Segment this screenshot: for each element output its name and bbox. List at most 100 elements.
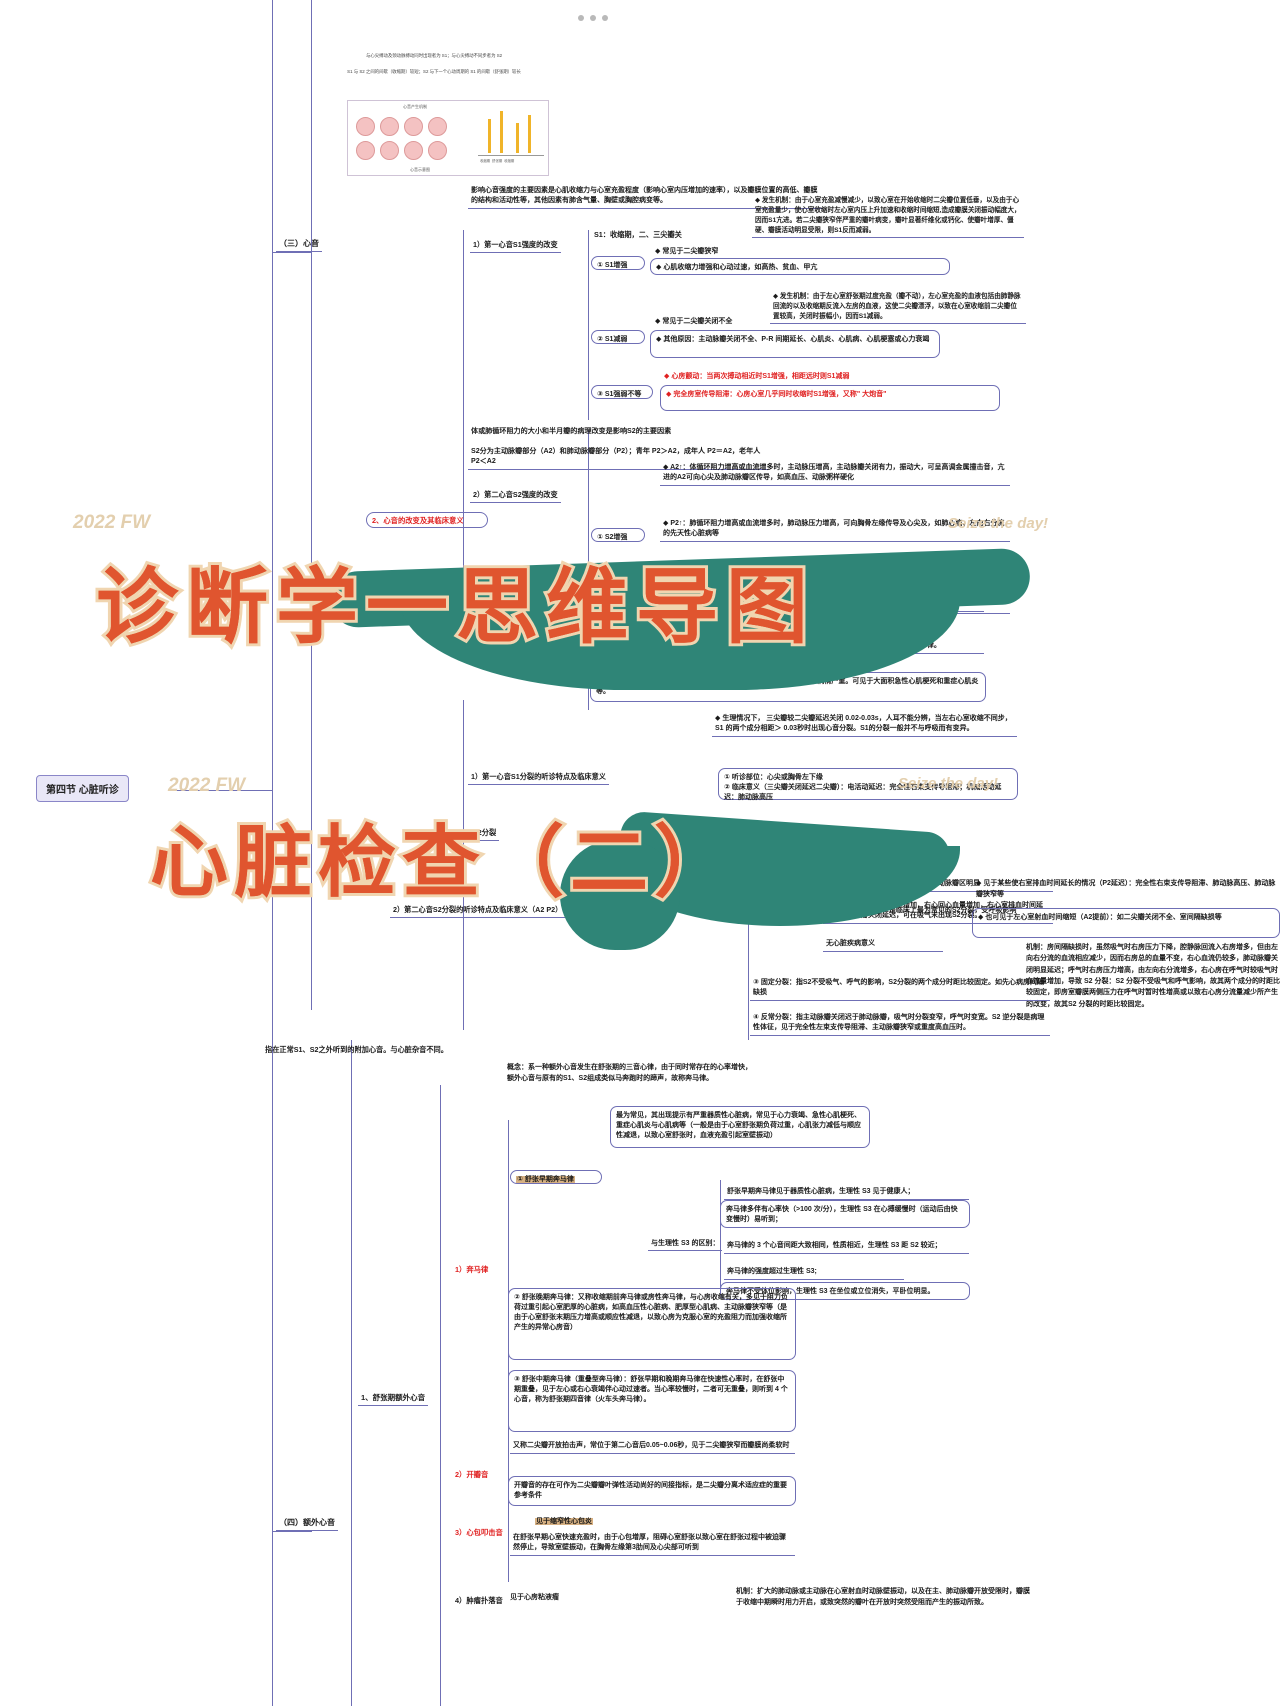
s1-uneven-node[interactable]: ③ S1强弱不等 bbox=[591, 385, 653, 399]
xinbao-tag: 见于缩窄性心包炎 bbox=[535, 1516, 675, 1527]
s2split-common-mech: 机制：房间隔缺损时，虽然吸气时右房压力下降，腔静脉回流入右房增多，但由左向右分流… bbox=[1026, 944, 1280, 1008]
benmalv-diff-5: 奔马律不受体位影响，生理性 S3 在坐位或立位消失，平卧位明显。 bbox=[726, 1288, 935, 1295]
s1-increase-mech: ◆ 发生机制：由于心室充盈减慢减少，以致心室在开始收缩时二尖瓣位置低垂，以及由于… bbox=[752, 192, 1024, 238]
benmalv-mid: ③ 舒张中期奔马律（重叠型奔马律）：舒张早期和晚期奔马律在快速性心率时，在舒张中… bbox=[514, 1376, 788, 1403]
benmalv-diff-3: 奔马律的 3 个心音间距大致相同，性质相近，生理性 S3 距 S2 较近； bbox=[724, 1238, 969, 1254]
benmalv-label-text: 1）奔马律 bbox=[455, 1265, 489, 1274]
sec3-intro: 指在正常S1、S2之外听到的附加心音。与心脏杂音不同。 bbox=[265, 1045, 448, 1054]
s3-spine bbox=[588, 600, 589, 710]
branch-exin-spine bbox=[351, 1040, 352, 1706]
s1-increase-line2-bubble: ◆ 心肌收缩力增强和心动过速，如高热、贫血、甲亢 bbox=[650, 258, 950, 275]
s2-increase-node[interactable]: ① S2增强 bbox=[591, 528, 645, 542]
s1-decrease-line2-bubble: ◆ 其他原因：主动脉瓣关闭不全、P-R 间期延长、心肌炎、心肌病、心肌梗塞或心力… bbox=[650, 330, 940, 358]
s3-line2: ② 钟摆律：心率增快时，心室收缩期和舒张期几乎相等，两个心音性质相似而如钟摆声，… bbox=[594, 638, 984, 654]
benmalv-label[interactable]: 1）奔马律 bbox=[452, 1263, 491, 1277]
s2-spine bbox=[588, 430, 589, 570]
s1-uneven-line2-bubble: ◆ 完全房室传导阻滞：心房心室几乎同时收缩时S1增强，又称" 大炮音" bbox=[660, 385, 1000, 411]
watermark-title-line2-text: 心脏检查（二） bbox=[147, 815, 739, 911]
kaibanyin-text2-bubble: 开瓣音的存在可作为二尖瓣瓣叶弹性活动尚好的间接指标，是二尖瓣分离术适应症的重要参… bbox=[508, 1476, 796, 1506]
watermark-title-line2: 心脏检查（二） bbox=[147, 800, 739, 912]
more-dots-icon[interactable] bbox=[578, 15, 608, 21]
s2-header: 体或肺循环阻力的大小和半月瓣的病理改变是影响S2的主要因素 bbox=[471, 427, 672, 435]
table-note-1: 与心尖搏动及颈动脉搏动同时出现者为 S1；与心尖搏动不同步者为 S2 bbox=[365, 53, 503, 58]
sec1-intro: 影响心音强度的主要因素是心肌收缩力与心室充盈程度（影响心室内压增加的速率），以及… bbox=[468, 183, 823, 209]
xinbao-spine bbox=[508, 1512, 509, 1582]
benmalv-early-node[interactable]: ① 舒张早期奔马律 bbox=[510, 1170, 602, 1184]
s1-header: S1：收缩期，二、三尖瓣关 bbox=[594, 230, 682, 239]
s1-spine bbox=[588, 230, 589, 420]
s1split-mech: ◆ 生理情况下， 三尖瓣较二尖瓣延迟关闭 0.02-0.03s，人耳不能分辨，当… bbox=[712, 711, 1017, 737]
branch-xinyin-link bbox=[272, 252, 312, 253]
s1-increase-line1-text: ◆ 常见于二尖瓣狭窄 bbox=[655, 248, 719, 255]
s2split-physio-note: 无心脏疾病意义 bbox=[823, 936, 943, 952]
s2split-spine bbox=[748, 820, 749, 1040]
s1split-label[interactable]: 1）第一心音S1分裂的听诊特点及临床意义 bbox=[468, 770, 609, 785]
s1-increase-line2: ◆ 心肌收缩力增强和心动过速，如高热、贫血、甲亢 bbox=[656, 264, 818, 271]
s1-intensity-label[interactable]: 1）第一心音S1强度的改变 bbox=[470, 238, 561, 253]
benmalv-early-text-bubble: 最为常见，其出现提示有严重器质性心脏病，常见于心力衰竭、急性心肌梗死、重症心肌炎… bbox=[610, 1106, 870, 1148]
xinbao-label[interactable]: 3）心包叩击音 bbox=[452, 1526, 506, 1540]
s2-decrease-line1: ◆ A2↓：见于主动脉瓣狭窄或关闭不全、低血压等 bbox=[660, 578, 1010, 594]
s3-line1: ① 心音性质改变：重病时心肌严重病变，心音失去原有的性质 bbox=[594, 596, 984, 612]
s2split-physio-label: ① 生理性分裂 bbox=[758, 836, 801, 843]
s3-line3: ③ 胎心律：当钟摆律超过 120 次/分，酷似胎儿心音，称为胎心律，提示病情严重… bbox=[596, 678, 979, 695]
benmalv-diff-2: 奔马律多伴有心率快（>100 次/分），生理性 S3 在心搏缓慢时（运动后由快变… bbox=[726, 1206, 958, 1223]
branch-xinyin[interactable]: （三）心音 bbox=[276, 236, 322, 252]
branch-xinyin-spine bbox=[311, 0, 312, 1010]
s3-line3-bubble: ③ 胎心律：当钟摆律超过 120 次/分，酷似胎儿心音，称为胎心律，提示病情严重… bbox=[590, 672, 986, 702]
sec2-spine bbox=[463, 700, 464, 1030]
zhongliu-label-text: 4）肿瘤扑落音 bbox=[455, 1596, 503, 1605]
s1split-item1: ① 听诊部位：心尖或胸骨左下缘 bbox=[724, 774, 823, 781]
sec1-label[interactable]: 2、心音的改变及其临床意义 bbox=[366, 512, 488, 528]
xinbao-tag-text: 见于缩窄性心包炎 bbox=[535, 1518, 593, 1525]
s2split-fixed: ③ 固定分裂：指S2不受吸气、呼气的影响，S2分裂的两个成分时距比较固定。如先心… bbox=[750, 975, 1050, 1001]
root-node[interactable]: 第四节 心脏听诊 bbox=[36, 775, 129, 802]
s2split-physio-node[interactable]: ① 生理性分裂 bbox=[752, 830, 814, 844]
watermark-brush-stroke-5 bbox=[560, 840, 680, 950]
s2-split-note: S2分为主动脉瓣部分（A2）和肺动脉瓣部分（P2）；青年 P2＞A2，成年人 P… bbox=[468, 444, 768, 470]
s2-intensity-label[interactable]: 2）第二心音S2强度的改变 bbox=[470, 488, 561, 503]
spine-main bbox=[272, 0, 273, 1706]
table-note-2: S1 与 S2 之间的间歇（收缩期）较短；S2 与下一个心动周期的 S1 的间歇… bbox=[347, 69, 521, 74]
kaibanyin-label[interactable]: 2）开瓣音 bbox=[452, 1468, 491, 1482]
branch-exin-link bbox=[272, 1531, 312, 1532]
s2split-common-line2: ◆ 也可见于左心室射血时间缩短（A2提前）：如二尖瓣关闭不全、室间隔缺损等 bbox=[978, 914, 1222, 921]
kaibanyin-text1: 又称二尖瓣开放拍击声，常位于第二心音后0.05~0.06秒，见于二尖瓣狭窄而瓣膜… bbox=[510, 1438, 795, 1454]
s1-decrease-mech: ◆ 发生机制：由于左心室舒张期过度充盈（瓣不动），左心室充盈的血液包括由肺静脉回… bbox=[770, 288, 1026, 324]
benmalv-diff-2-bubble: 奔马律多伴有心率快（>100 次/分），生理性 S3 在心搏缓慢时（运动后由快变… bbox=[720, 1200, 970, 1228]
watermark-year-left: 2022 FW bbox=[73, 512, 151, 533]
s1split-item2: ② 临床意义（三尖瓣关闭延迟二尖瓣）：电活动延迟：完全性右束支传导阻滞；机械活动… bbox=[724, 784, 1002, 801]
s2split-title[interactable]: S2分裂 bbox=[470, 826, 500, 841]
s1-increase-label: ① S1增强 bbox=[597, 262, 628, 269]
s2split-common-line2-bubble: ◆ 也可见于左心室射血时间缩短（A2提前）：如二尖瓣关闭不全、室间隔缺损等 bbox=[972, 908, 1280, 938]
benmalv-mid-bubble: ③ 舒张中期奔马律（重叠型奔马律）：舒张早期和晚期奔马律在快速性心率时，在舒张中… bbox=[508, 1370, 796, 1432]
benmalv-diff-4: 奔马律的强度超过生理性 S3; bbox=[724, 1264, 904, 1280]
s1-uneven-line1: ◆ 心房颤动：当两次搏动相近时S1增强，相距远时则S1减弱 bbox=[664, 373, 850, 380]
sec3-diastolic-spine bbox=[440, 1085, 441, 1706]
benmalv-late-bubble: ② 舒张晚期奔马律：又称收缩期前奔马律或房性奔马律，与心房收缩有关，多见于阻力负… bbox=[508, 1288, 796, 1360]
branch-exin[interactable]: （四）额外心音 bbox=[276, 1515, 338, 1531]
root-connector bbox=[168, 790, 272, 791]
s2split-common-line1: ◆ 见于某些使右室排血时间延长的情况（P2延迟）：完全性右束支传导阻滞、肺动脉高… bbox=[976, 880, 1276, 899]
s1-increase-node[interactable]: ① S1增强 bbox=[591, 256, 645, 270]
s2split-label[interactable]: 2）第二心音S2分裂的听诊特点及临床意义（A2 P2） bbox=[390, 903, 566, 918]
benmalv-early-text: 最为常见，其出现提示有严重器质性心脏病，常见于心力衰竭、急性心肌梗死、重症心肌炎… bbox=[616, 1112, 861, 1139]
s1-increase-line1: ◆ 常见于二尖瓣狭窄 bbox=[655, 246, 825, 257]
s1-uneven-label: ③ S1强弱不等 bbox=[597, 391, 642, 398]
s3-quality-label[interactable]: 3、心音性质改变 bbox=[470, 640, 531, 655]
s2-increase-label: ① S2增强 bbox=[597, 534, 628, 541]
sec1-label-text: 2、心音的改变及其临床意义 bbox=[372, 516, 464, 525]
benmalv-diff-label: 与生理性 S3 的区别： bbox=[648, 1236, 723, 1251]
s2split-reversed: ④ 反常分裂：指主动脉瓣关闭迟于肺动脉瓣，吸气时分裂变窄，呼气时变宽。S2 逆分… bbox=[750, 1010, 1050, 1036]
s1-decrease-line2: ◆ 其他原因：主动脉瓣关闭不全、P-R 间期延长、心肌炎、心肌病、心肌梗塞或心力… bbox=[656, 336, 930, 343]
xinbao-label-text: 3）心包叩击音 bbox=[455, 1528, 503, 1537]
sec3-diastolic-label[interactable]: 1、舒张期额外心音 bbox=[358, 1390, 429, 1406]
zhongliu-text: 见于心房粘液瘤 bbox=[510, 1594, 559, 1601]
s1split-items-bubble: ① 听诊部位：心尖或胸骨左下缘 ② 临床意义（三尖瓣关闭延迟二尖瓣）：电活动延迟… bbox=[718, 768, 1018, 801]
sec1-spine bbox=[463, 230, 464, 660]
s1-decrease-node[interactable]: ② S1减弱 bbox=[591, 330, 645, 344]
benmalv-early-label: ① 舒张早期奔马律 bbox=[516, 1176, 575, 1183]
xinbao-text: 在舒张早期心室快速充盈时，由于心包增厚，阻碍心室舒张以致心室在舒张过程中被迫骤然… bbox=[510, 1530, 795, 1556]
zhongliu-label[interactable]: 4）肿瘤扑落音 bbox=[452, 1594, 506, 1608]
